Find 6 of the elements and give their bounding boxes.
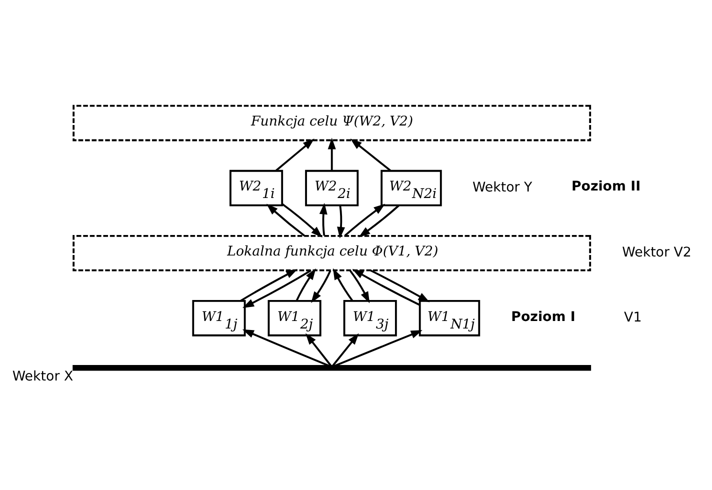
label: V1 bbox=[624, 310, 642, 326]
label: Poziom I bbox=[511, 310, 576, 325]
node-label: Wektor X bbox=[12, 370, 74, 385]
label: Wektor Y bbox=[472, 180, 532, 196]
label: Wektor V2 bbox=[622, 246, 692, 261]
label: Poziom II bbox=[571, 180, 641, 195]
